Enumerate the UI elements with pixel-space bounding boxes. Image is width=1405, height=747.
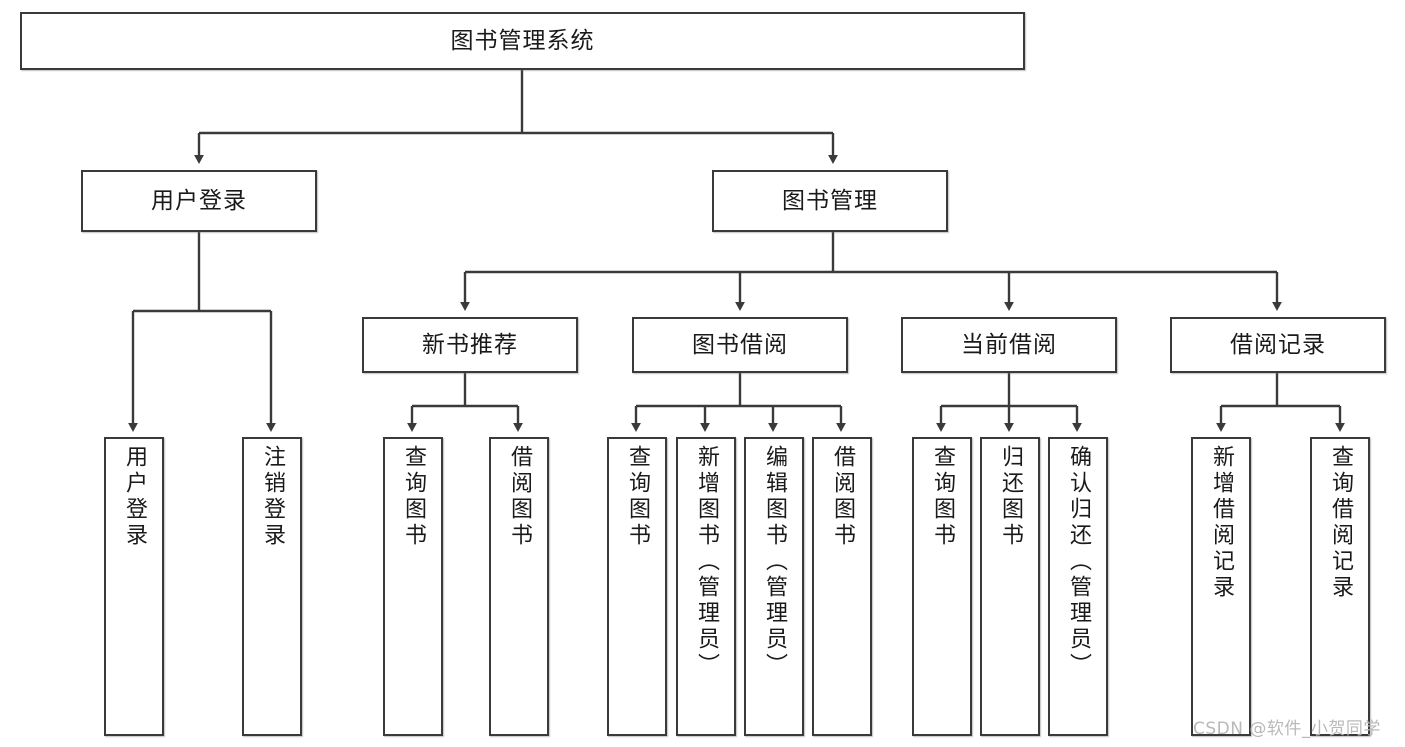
- node-label: 新增图书（管理员）: [694, 445, 719, 679]
- leaf-query-book-recommend[interactable]: 查询图书: [383, 437, 443, 736]
- node-label: 注销登录: [260, 445, 285, 549]
- node-label: 编辑图书（管理员）: [762, 445, 787, 679]
- node-label: 用户登录: [151, 187, 247, 214]
- node-book-management[interactable]: 图书管理: [712, 170, 948, 232]
- node-label: 归还图书: [998, 445, 1023, 549]
- node-label: 用户登录: [122, 445, 147, 549]
- node-new-book-recommend[interactable]: 新书推荐: [362, 317, 578, 373]
- node-label: 借阅图书: [507, 445, 532, 549]
- node-label: 当前借阅: [961, 331, 1057, 358]
- leaf-confirm-return-admin[interactable]: 确认归还（管理员）: [1048, 437, 1108, 736]
- node-label: 图书管理系统: [450, 27, 595, 54]
- leaf-add-borrow-record[interactable]: 新增借阅记录: [1191, 437, 1251, 736]
- leaf-query-book[interactable]: 查询图书: [607, 437, 667, 736]
- leaf-return-book[interactable]: 归还图书: [980, 437, 1040, 736]
- leaf-query-borrow-record[interactable]: 查询借阅记录: [1310, 437, 1370, 736]
- node-label: 查询图书: [625, 445, 650, 549]
- node-current-borrow[interactable]: 当前借阅: [901, 317, 1117, 373]
- node-label: 确认归还（管理员）: [1066, 445, 1091, 679]
- node-label: 新书推荐: [422, 331, 518, 358]
- node-borrow-record[interactable]: 借阅记录: [1170, 317, 1386, 373]
- node-user-login[interactable]: 用户登录: [81, 170, 317, 232]
- node-root-system[interactable]: 图书管理系统: [20, 12, 1025, 70]
- leaf-borrow-book-recommend[interactable]: 借阅图书: [489, 437, 549, 736]
- node-label: 图书管理: [782, 187, 878, 214]
- node-book-borrow[interactable]: 图书借阅: [632, 317, 848, 373]
- csdn-watermark: CSDN @软件_小贺同学: [1193, 719, 1381, 739]
- node-label: 借阅记录: [1230, 331, 1326, 358]
- leaf-edit-book-admin[interactable]: 编辑图书（管理员）: [744, 437, 804, 736]
- leaf-logout[interactable]: 注销登录: [242, 437, 302, 736]
- node-label: 图书借阅: [692, 331, 788, 358]
- node-label: 新增借阅记录: [1209, 445, 1234, 601]
- node-label: 借阅图书: [830, 445, 855, 549]
- leaf-borrow-book[interactable]: 借阅图书: [812, 437, 872, 736]
- node-label: 查询借阅记录: [1328, 445, 1353, 601]
- leaf-query-book-current[interactable]: 查询图书: [912, 437, 972, 736]
- leaf-add-book-admin[interactable]: 新增图书（管理员）: [676, 437, 736, 736]
- node-label: 查询图书: [930, 445, 955, 549]
- node-label: 查询图书: [401, 445, 426, 549]
- leaf-user-login[interactable]: 用户登录: [104, 437, 164, 736]
